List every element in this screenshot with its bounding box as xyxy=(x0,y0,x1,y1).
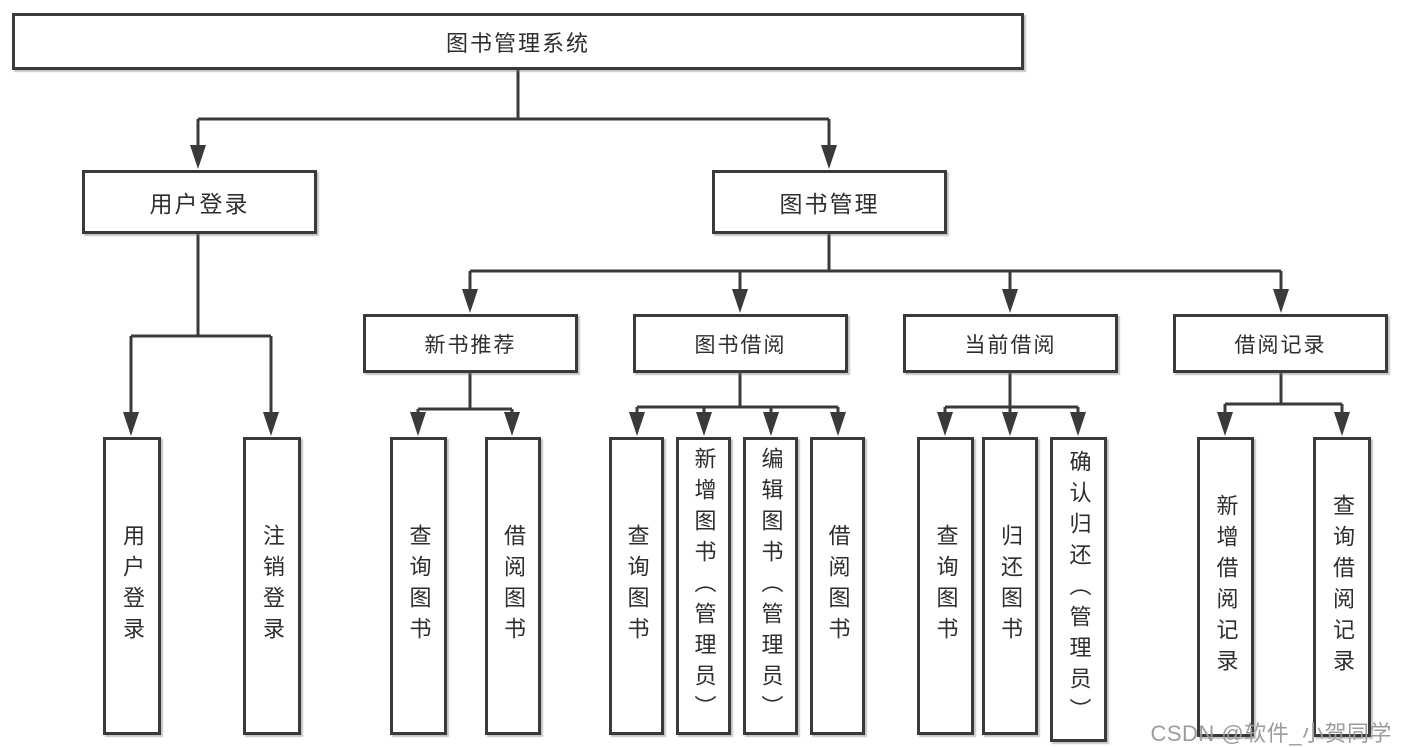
node-book-borrowing-label: 图书借阅 xyxy=(694,333,787,357)
leaf-recommend-query-books: 查询图书 xyxy=(390,437,447,735)
leaf-borrowing-edit-books-admin-label: 编辑图书（管理员） xyxy=(758,446,784,726)
node-current-borrowing: 当前借阅 xyxy=(903,314,1118,373)
leaf-logout-login-label: 注销登录 xyxy=(260,524,285,648)
leaf-user-login: 用户登录 xyxy=(103,437,161,735)
node-book-management-label: 图书管理 xyxy=(779,191,880,217)
leaf-current-return-books-label: 归还图书 xyxy=(998,524,1023,648)
leaf-records-query-record-label: 查询借阅记录 xyxy=(1330,494,1355,680)
node-user-login-label: 用户登录 xyxy=(149,191,250,217)
leaf-records-add-record-label: 新增借阅记录 xyxy=(1213,494,1239,680)
node-new-book-recommend: 新书推荐 xyxy=(363,314,578,373)
leaf-recommend-query-books-label: 查询图书 xyxy=(406,524,432,648)
node-book-borrowing: 图书借阅 xyxy=(633,314,848,373)
leaf-current-query-books-label: 查询图书 xyxy=(933,524,959,648)
leaf-borrowing-query-books-label: 查询图书 xyxy=(624,524,650,648)
node-user-login: 用户登录 xyxy=(82,170,317,234)
node-new-book-recommend-label: 新书推荐 xyxy=(424,333,517,357)
leaf-current-confirm-return-admin: 确认归还（管理员） xyxy=(1050,437,1107,742)
leaf-records-add-record: 新增借阅记录 xyxy=(1197,437,1254,737)
leaf-current-return-books: 归还图书 xyxy=(982,437,1038,735)
leaf-current-query-books: 查询图书 xyxy=(917,437,974,735)
node-borrowing-records-label: 借阅记录 xyxy=(1234,333,1327,357)
node-root: 图书管理系统 xyxy=(12,13,1024,70)
node-current-borrowing-label: 当前借阅 xyxy=(964,333,1057,357)
leaf-records-query-record: 查询借阅记录 xyxy=(1313,437,1371,737)
leaf-recommend-borrow-books: 借阅图书 xyxy=(485,437,541,735)
leaf-borrowing-borrow-books: 借阅图书 xyxy=(810,437,865,735)
leaf-recommend-borrow-books-label: 借阅图书 xyxy=(501,524,526,648)
node-root-label: 图书管理系统 xyxy=(445,30,590,56)
leaf-current-confirm-return-admin-label: 确认归还（管理员） xyxy=(1066,450,1092,729)
leaf-user-login-label: 用户登录 xyxy=(120,524,145,648)
leaf-borrowing-edit-books-admin: 编辑图书（管理员） xyxy=(743,437,798,735)
leaf-borrowing-add-books-admin: 新增图书（管理员） xyxy=(676,437,731,735)
csdn-watermark: CSDN @软件_小贺同学 xyxy=(1150,721,1392,746)
leaf-borrowing-query-books: 查询图书 xyxy=(609,437,664,735)
node-borrowing-records: 借阅记录 xyxy=(1173,314,1388,373)
leaf-borrowing-add-books-admin-label: 新增图书（管理员） xyxy=(691,446,717,726)
node-book-management: 图书管理 xyxy=(712,170,947,234)
leaf-borrowing-borrow-books-label: 借阅图书 xyxy=(825,524,851,648)
leaf-logout-login: 注销登录 xyxy=(243,437,301,735)
